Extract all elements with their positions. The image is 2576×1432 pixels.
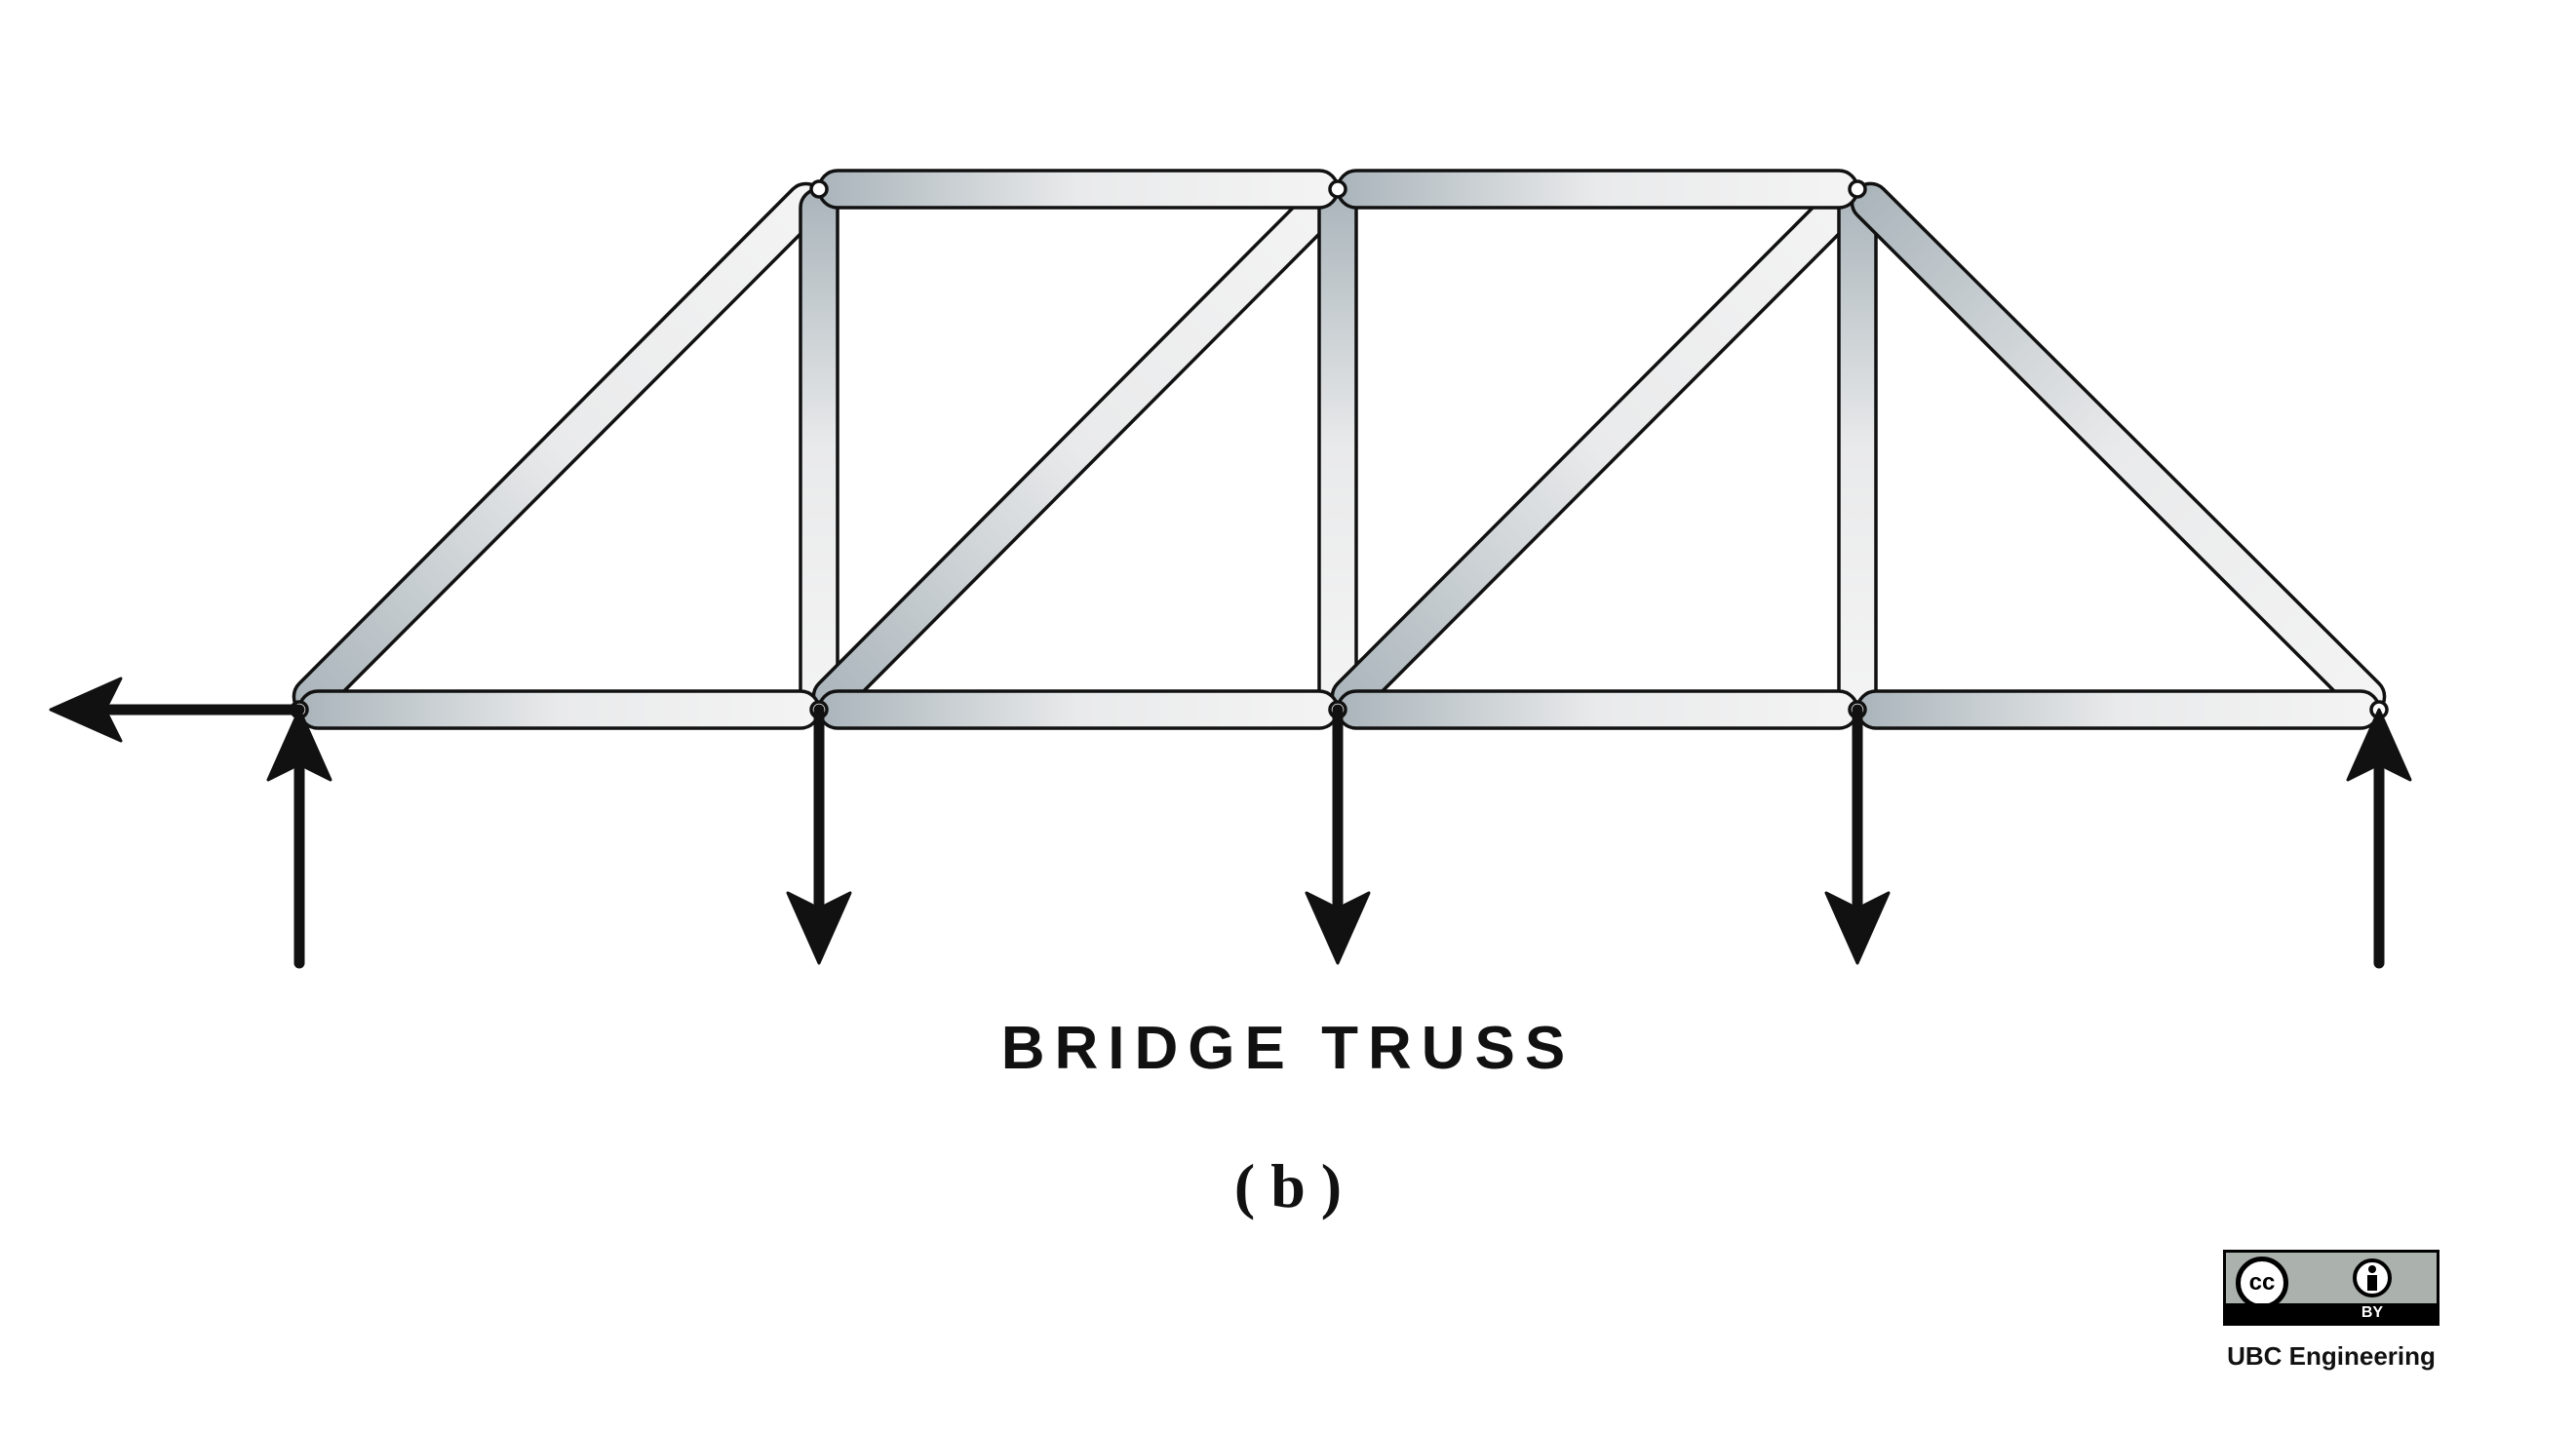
force-arrow-B-down: [786, 704, 852, 965]
member-HE: [1850, 181, 2387, 717]
force-arrow-E-up: [2346, 708, 2412, 969]
badge-strip: [2226, 1303, 2437, 1323]
truss-members: [292, 169, 2387, 730]
joint-H-pin: [1848, 179, 1867, 199]
force-arrow-A-left: [49, 677, 305, 743]
force-arrow-D-down: [1824, 704, 1891, 965]
badge-by-text: BY: [2361, 1304, 2384, 1321]
member-CH: [1330, 181, 1865, 717]
force-arrow-C-down: [1305, 704, 1371, 965]
member-DE: [1855, 689, 2381, 730]
member-FB: [799, 187, 839, 712]
member-AB: [297, 689, 821, 730]
creative-commons-icon: cc: [2236, 1257, 2288, 1309]
member-GH: [1336, 169, 1859, 210]
license-badge[interactable]: cc BY: [2223, 1250, 2439, 1326]
force-arrow-A-up: [266, 708, 332, 969]
member-HD: [1837, 187, 1878, 712]
member-AF: [292, 181, 827, 717]
attribution-icon: [2353, 1258, 2392, 1297]
member-BC: [817, 689, 1340, 730]
subfigure-label: ( b ): [1233, 1151, 1343, 1220]
joint-G-pin: [1328, 179, 1347, 199]
member-FG: [817, 169, 1340, 210]
member-CD: [1336, 689, 1859, 730]
joint-F-pin: [809, 179, 829, 199]
attribution-label: UBC Engineering: [2227, 1341, 2436, 1371]
force-arrows: [49, 677, 2412, 969]
member-GC: [1317, 187, 1358, 712]
member-BG: [811, 181, 1346, 717]
diagram-title: BRIDGE TRUSS: [1000, 1015, 1576, 1082]
